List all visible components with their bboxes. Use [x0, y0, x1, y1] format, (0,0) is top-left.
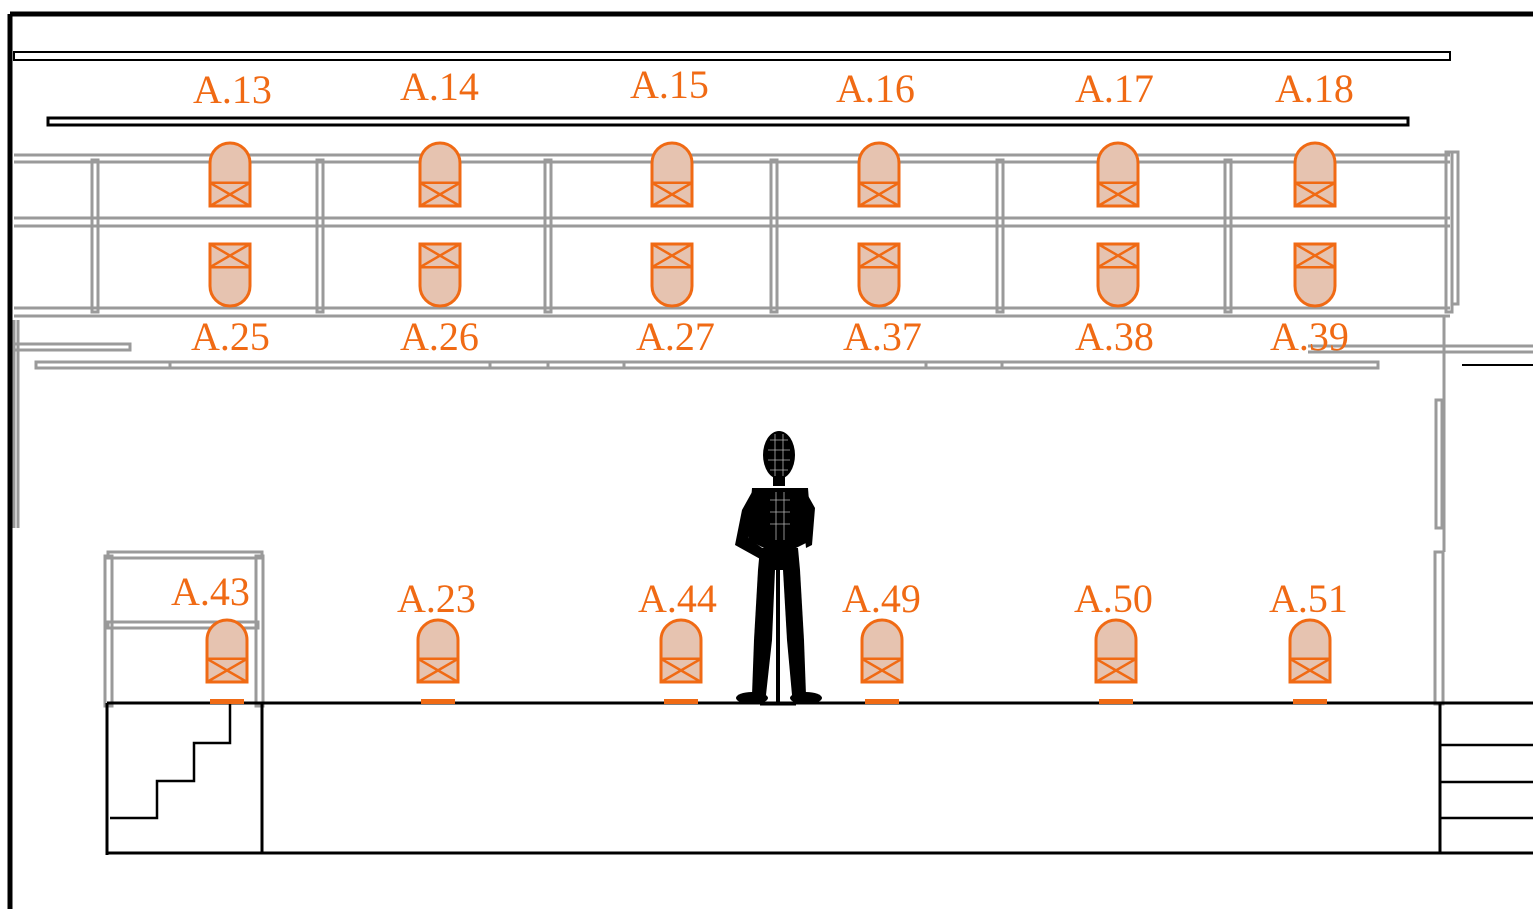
light-fixture-icon	[416, 618, 460, 684]
fixture-label: A.18	[1275, 66, 1354, 111]
light-fixture-icon	[1094, 618, 1138, 684]
fixture-base	[1293, 699, 1327, 704]
fly-bar	[46, 116, 1410, 127]
light-fixture-icon	[857, 141, 901, 208]
fixture-label: A.25	[191, 314, 270, 359]
left-stairs	[110, 704, 232, 820]
light-fixture-icon	[1096, 141, 1140, 208]
fixture-base	[1099, 699, 1133, 704]
drawing-frame	[7, 11, 1533, 909]
fixture-label: A.16	[836, 66, 915, 111]
fixture-label: A.17	[1075, 66, 1154, 111]
stage-platform	[105, 701, 1533, 855]
light-fixture-icon	[418, 141, 462, 208]
light-fixture-icon	[857, 242, 901, 308]
light-fixture-icon	[208, 242, 252, 308]
fixture-label: A.49	[842, 576, 921, 621]
upper-bottom-labels: A.25 A.26 A.27 A.37 A.38 A.39	[191, 314, 1349, 359]
fixture-label: A.44	[638, 576, 717, 621]
light-fixture-icon	[205, 618, 249, 684]
fixture-label: A.39	[1270, 314, 1349, 359]
upper-top-labels: A.13 A.14 A.15 A.16 A.17 A.18	[193, 62, 1354, 112]
upper-truss	[12, 150, 1533, 706]
fixture-base	[664, 699, 698, 704]
fixture-label: A.51	[1269, 576, 1348, 621]
human-mannequin-icon	[735, 431, 822, 706]
light-fixture-icon	[208, 141, 252, 208]
fixture-label: A.50	[1074, 576, 1153, 621]
fixture-label: A.37	[843, 314, 922, 359]
fixture-label: A.23	[397, 576, 476, 621]
light-fixture-icon	[1293, 141, 1337, 208]
light-fixture-icon	[659, 618, 703, 684]
fixture-label: A.43	[171, 569, 250, 614]
fixtures-layer	[205, 141, 1337, 704]
fixture-label: A.38	[1075, 314, 1154, 359]
floor-labels: A.43 A.23 A.44 A.49 A.50 A.51	[171, 569, 1348, 621]
light-fixture-icon	[650, 242, 694, 308]
fixture-label: A.26	[400, 314, 479, 359]
fixture-label: A.14	[400, 64, 479, 109]
fixture-base	[421, 699, 455, 704]
light-fixture-icon	[1293, 242, 1337, 308]
light-fixture-icon	[860, 618, 904, 684]
right-stairs	[1440, 743, 1533, 820]
light-fixture-icon	[418, 242, 462, 308]
fixture-label: A.15	[630, 62, 709, 107]
fixture-label: A.13	[193, 67, 272, 112]
truss-posts	[90, 150, 1460, 314]
light-fixture-icon	[650, 141, 694, 208]
ceiling-rail	[13, 51, 1451, 61]
fixture-base	[865, 699, 899, 704]
light-fixture-icon	[1096, 242, 1140, 308]
left-scaffold	[103, 550, 265, 708]
fixture-label: A.27	[636, 314, 715, 359]
fixture-base	[210, 699, 244, 704]
light-fixture-icon	[1288, 618, 1332, 684]
